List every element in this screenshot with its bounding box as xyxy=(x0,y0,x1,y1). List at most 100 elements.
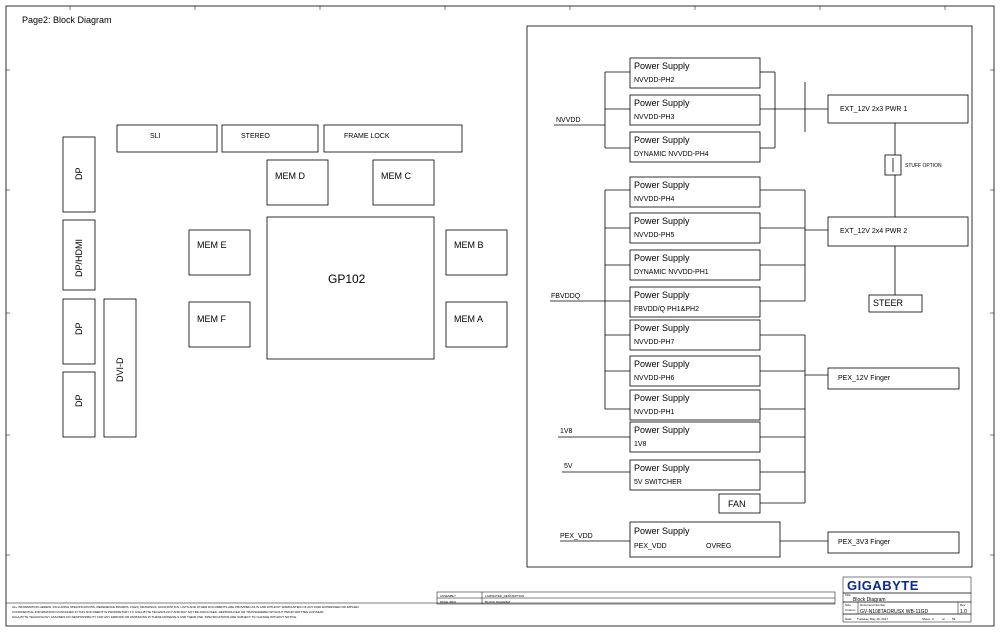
dvi-d-output-label: DVI-D xyxy=(115,357,125,382)
svg-text:Power Supply: Power Supply xyxy=(634,135,690,145)
steer-block[interactable] xyxy=(868,294,923,313)
frame-lock-label: FRAME LOCK xyxy=(344,133,390,140)
svg-text:NVVDD-PH7: NVVDD-PH7 xyxy=(634,339,675,346)
stereo-block[interactable] xyxy=(221,124,319,153)
page-title: Page2: Block Diagram xyxy=(22,15,112,25)
fan-label: FAN xyxy=(728,499,746,509)
ext-12v-2x4-label: EXT_12V 2x4 PWR 2 xyxy=(840,228,907,235)
mem-a-block[interactable] xyxy=(445,301,508,348)
ext-12v-2x3-connector[interactable] xyxy=(827,94,969,124)
gigabyte-logo: GIGABYTE xyxy=(847,578,919,593)
mem-d-label: MEM D xyxy=(275,171,305,181)
sheet-title: Block Diagram xyxy=(853,597,886,603)
mem-f-label: MEM F xyxy=(197,314,226,324)
svg-text:PEX_VDD: PEX_VDD xyxy=(634,543,667,550)
dp-output-3[interactable] xyxy=(62,371,96,438)
svg-text:Power Supply: Power Supply xyxy=(634,180,690,190)
rail-fbvddq: FBVDDQ xyxy=(551,293,581,300)
gpu-section: SLI STEREO FRAME LOCK MEM D MEM C GP102 … xyxy=(62,124,508,438)
dp-hdmi-output-label: DP/HDMI xyxy=(74,239,84,277)
power-region xyxy=(526,25,973,568)
svg-text:NVVDD-PH6: NVVDD-PH6 xyxy=(634,375,675,382)
sheet-border xyxy=(5,5,995,627)
svg-text:Power Supply: Power Supply xyxy=(634,61,690,71)
psu-6[interactable]: Power Supply DYNAMIC NVVDD-PH1 xyxy=(629,249,761,281)
psu-9[interactable]: Power Supply NVVDD-PH6 xyxy=(629,355,761,387)
pex-3v3-finger[interactable] xyxy=(827,531,960,554)
svg-text:NVVDD-PH4: NVVDD-PH4 xyxy=(634,196,675,203)
rail-5v: 5V xyxy=(564,463,573,470)
size-label: Size xyxy=(845,603,851,607)
svg-text:NVVDD-PH2: NVVDD-PH2 xyxy=(634,77,675,84)
dp-output-1-label: DP xyxy=(74,167,84,180)
of-label: of xyxy=(942,617,945,621)
psu-pex[interactable]: Power Supply PEX_VDD OVREG xyxy=(629,521,781,558)
dp-output-1[interactable] xyxy=(62,136,96,213)
psu-1[interactable]: Power Supply NVVDD-PH2 xyxy=(629,57,761,89)
sli-block[interactable] xyxy=(116,124,218,153)
svg-text:Power Supply: Power Supply xyxy=(634,216,690,226)
psu-11[interactable]: Power Supply 1V8 xyxy=(629,421,761,453)
pex-3v3-label: PEX_3V3 Finger xyxy=(838,539,891,546)
rev-label: Rev xyxy=(960,603,966,607)
svg-text:Power Supply: Power Supply xyxy=(634,425,690,435)
pex-12v-finger[interactable] xyxy=(827,367,960,390)
page-info-value: BLOCK DIAGRAM xyxy=(485,600,511,604)
psu-3[interactable]: Power Supply DYNAMIC NVVDD-PH4 xyxy=(629,131,761,163)
dvi-d-output[interactable] xyxy=(103,298,137,438)
svg-text:Power Supply: Power Supply xyxy=(634,253,690,263)
svg-text:FBVDD/Q PH1&PH2: FBVDD/Q PH1&PH2 xyxy=(634,306,699,313)
dp-output-2[interactable] xyxy=(62,298,96,365)
mem-c-label: MEM C xyxy=(381,171,411,181)
svg-text:DYNAMIC NVVDD-PH1: DYNAMIC NVVDD-PH1 xyxy=(634,269,709,276)
svg-text:Power Supply: Power Supply xyxy=(634,393,690,403)
rail-1v8: 1V8 xyxy=(560,428,573,435)
doc-number-label: Document Number xyxy=(860,603,885,607)
gpu-chip[interactable] xyxy=(266,216,435,360)
mem-f-block[interactable] xyxy=(188,301,251,348)
mem-e-block[interactable] xyxy=(188,229,251,276)
svg-text:Power Supply: Power Supply xyxy=(634,526,690,536)
fan-block[interactable] xyxy=(718,493,761,514)
assembly-value: LAMINATED_DESCRIPTION xyxy=(485,594,524,598)
title-label: Title xyxy=(845,593,851,597)
psu-2[interactable]: Power Supply NVVDD-PH3 xyxy=(629,94,761,126)
date-label: Date: xyxy=(845,617,852,621)
sheet-value: 2 xyxy=(932,617,934,621)
pex-12v-label: PEX_12V Finger xyxy=(838,375,891,382)
date-value: Tuesday, May 16, 2017 xyxy=(857,617,888,621)
sheet-label: Sheet xyxy=(922,617,930,621)
dp-hdmi-output[interactable] xyxy=(62,219,96,291)
svg-text:1V8: 1V8 xyxy=(634,441,647,448)
psu-5[interactable]: Power Supply NVVDD-PH5 xyxy=(629,212,761,244)
svg-text:NVVDD-PH3: NVVDD-PH3 xyxy=(634,114,675,121)
psu-4[interactable]: Power Supply NVVDD-PH4 xyxy=(629,176,761,208)
steer-label: STEER xyxy=(873,298,904,308)
psu-8[interactable]: Power Supply NVVDD-PH7 xyxy=(629,319,761,351)
rev-value: 1.0 xyxy=(960,609,967,615)
of-value: 51 xyxy=(952,617,956,621)
svg-text:5V SWITCHER: 5V SWITCHER xyxy=(634,479,682,486)
ext-12v-2x4-connector[interactable] xyxy=(827,216,969,247)
sli-label: SLI xyxy=(150,133,161,140)
gpu-label: GP102 xyxy=(328,272,366,286)
svg-text:OVREG: OVREG xyxy=(706,543,731,550)
disclaimer-line-2: CONFIDENTIAL INFORMATION CONTAINED IN TH… xyxy=(12,610,324,614)
psu-10[interactable]: Power Supply NVVDD-PH1 xyxy=(629,389,761,421)
psu-7[interactable]: Power Supply FBVDD/Q PH1&PH2 xyxy=(629,286,761,318)
svg-text:Power Supply: Power Supply xyxy=(634,463,690,473)
title-block: ALL INFORMATION HEREIN, INCLUDING SPECIF… xyxy=(6,576,972,623)
svg-text:NVVDD-PH1: NVVDD-PH1 xyxy=(634,409,675,416)
disclaimer-line-3: GIGA-BYTE TECHNOLOGY ASSUMES NO RESPONSI… xyxy=(12,615,297,619)
frame-lock-block[interactable] xyxy=(323,124,463,153)
disclaimer-line-1: ALL INFORMATION HEREIN, INCLUDING SPECIF… xyxy=(12,605,360,609)
mem-b-block[interactable] xyxy=(445,229,508,276)
rail-pex-vdd: PEX_VDD xyxy=(560,533,593,540)
psu-12[interactable]: Power Supply 5V SWITCHER xyxy=(629,459,761,491)
svg-text:DYNAMIC NVVDD-PH4: DYNAMIC NVVDD-PH4 xyxy=(634,151,709,158)
mem-c-block[interactable] xyxy=(372,159,435,206)
mem-d-block[interactable] xyxy=(266,159,329,206)
dp-output-2-label: DP xyxy=(74,322,84,335)
